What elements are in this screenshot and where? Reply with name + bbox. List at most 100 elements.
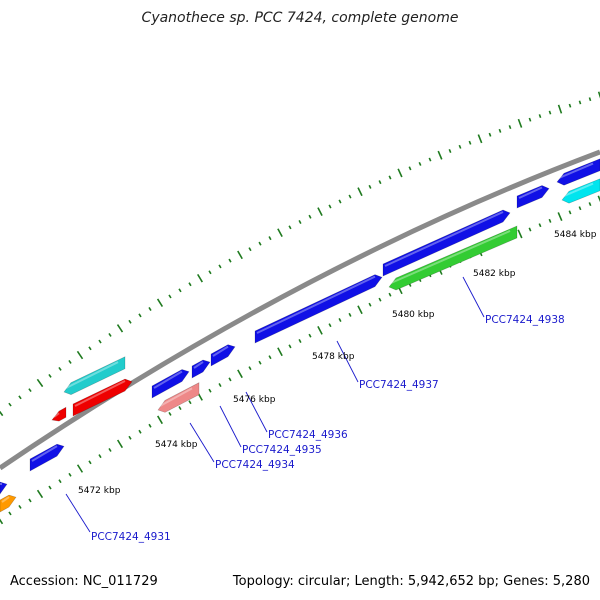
outer-tick-57 bbox=[568, 103, 572, 108]
gene-label-4935[interactable]: PCC7424_4935 bbox=[242, 444, 322, 456]
outer-tick-5 bbox=[48, 373, 52, 378]
outer-tick-7 bbox=[68, 360, 72, 364]
kbp-label-5472: 5472 kbp bbox=[78, 486, 121, 496]
gene-arrow-cyan-left-shine bbox=[65, 361, 119, 389]
kbp-label-5474: 5474 kbp bbox=[155, 440, 198, 450]
inner-tick-60 bbox=[597, 195, 600, 203]
map-labels: 5472 kbp 5474 kbp 5476 kbp 5478 kbp 5480… bbox=[78, 230, 597, 543]
inner-tick-16 bbox=[157, 415, 163, 425]
gene-arrow-4935-shine bbox=[193, 361, 204, 369]
gene-arrow-4934 bbox=[157, 382, 200, 413]
outer-tick-26 bbox=[258, 241, 262, 246]
gene-label-4934[interactable]: PCC7424_4934 bbox=[215, 459, 295, 471]
gene-arrow-4936 bbox=[210, 344, 236, 367]
gene-arrow-red bbox=[72, 378, 133, 417]
outer-tick-52 bbox=[517, 118, 523, 128]
inner-tick-37 bbox=[368, 302, 372, 307]
inner-tick-ring bbox=[0, 195, 600, 525]
outer-tick-13 bbox=[128, 319, 132, 324]
outer-tick-21 bbox=[208, 270, 212, 275]
gene-arrow-cyan-left bbox=[63, 356, 126, 395]
gene-arrow-4940 bbox=[556, 158, 600, 186]
outer-tick-55 bbox=[548, 110, 552, 115]
leader-4937 bbox=[336, 340, 359, 383]
outer-tick-46 bbox=[458, 144, 462, 149]
inner-tick-28 bbox=[277, 347, 283, 357]
gene-arrow-4937-shine bbox=[256, 275, 376, 334]
outer-tick-11 bbox=[108, 332, 112, 337]
outer-tick-41 bbox=[408, 166, 412, 171]
outer-tick-34 bbox=[338, 199, 342, 204]
outer-tick-ring bbox=[0, 91, 600, 417]
outer-tick-24 bbox=[237, 250, 243, 260]
inner-tick-34 bbox=[338, 318, 342, 322]
outer-tick-4 bbox=[36, 378, 44, 388]
gene-label-4937[interactable]: PCC7424_4937 bbox=[359, 379, 439, 391]
outer-tick-22 bbox=[218, 264, 222, 269]
outer-tick-43 bbox=[428, 157, 432, 162]
inner-tick-31 bbox=[308, 333, 312, 338]
outer-tick-51 bbox=[508, 125, 512, 130]
outer-tick-8 bbox=[76, 350, 84, 360]
outer-tick-36 bbox=[357, 187, 363, 197]
inner-tick-3 bbox=[28, 498, 32, 503]
outer-tick-59 bbox=[588, 97, 592, 102]
outer-tick-49 bbox=[488, 132, 492, 137]
inner-tick-4 bbox=[36, 489, 44, 499]
inner-tick-32 bbox=[317, 326, 323, 335]
inner-tick-10 bbox=[98, 454, 102, 459]
inner-tick-21 bbox=[208, 388, 212, 393]
inner-tick-27 bbox=[268, 355, 272, 360]
outer-tick-25 bbox=[248, 247, 252, 252]
outer-tick-32 bbox=[317, 207, 323, 216]
inner-tick-18 bbox=[178, 406, 182, 410]
map-title: Cyanothece sp. PCC 7424, complete genome bbox=[141, 10, 459, 26]
outer-tick-6 bbox=[58, 366, 62, 371]
gene-arrow-orange-shine bbox=[1, 496, 10, 503]
outer-tick-16 bbox=[156, 298, 164, 307]
outer-tick-14 bbox=[138, 313, 142, 318]
inner-tick-52 bbox=[517, 229, 523, 239]
inner-tick-11 bbox=[108, 448, 112, 452]
gene-arrow-cyan-right-shine bbox=[563, 182, 594, 197]
outer-tick-54 bbox=[538, 114, 542, 119]
gene-arrow-4940-shine bbox=[558, 162, 594, 179]
inner-tick-25 bbox=[248, 366, 252, 371]
outer-tick-45 bbox=[448, 149, 452, 153]
outer-tick-33 bbox=[328, 204, 332, 209]
inner-tick-2 bbox=[18, 504, 22, 509]
leader-4936 bbox=[245, 391, 268, 433]
leader-4935 bbox=[219, 405, 242, 448]
gene-arrow-red-shine bbox=[74, 380, 126, 407]
leader-4934 bbox=[189, 422, 215, 463]
gene-arrow-4933-shine bbox=[153, 370, 183, 389]
gene-label-4931[interactable]: PCC7424_4931 bbox=[91, 531, 171, 543]
outer-tick-38 bbox=[378, 180, 382, 185]
inner-tick-15 bbox=[148, 423, 152, 428]
outer-tick-0 bbox=[0, 410, 4, 417]
inner-tick-14 bbox=[138, 429, 142, 434]
outer-tick-48 bbox=[477, 134, 483, 144]
inner-tick-13 bbox=[128, 435, 132, 440]
inner-tick-58 bbox=[578, 206, 582, 211]
inner-tick-24 bbox=[237, 369, 243, 379]
inner-tick-23 bbox=[228, 377, 232, 382]
outer-tick-18 bbox=[178, 288, 182, 293]
outer-tick-27 bbox=[268, 236, 272, 241]
inner-tick-30 bbox=[298, 339, 302, 343]
gene-arrow-4939-shine bbox=[518, 186, 543, 199]
outer-tick-31 bbox=[308, 214, 312, 219]
gene-label-4936[interactable]: PCC7424_4936 bbox=[268, 429, 348, 441]
outer-tick-35 bbox=[348, 194, 352, 199]
outer-tick-20 bbox=[197, 273, 203, 283]
outer-tick-53 bbox=[528, 117, 532, 122]
outer-tick-29 bbox=[288, 225, 292, 230]
outer-tick-15 bbox=[148, 307, 152, 311]
inner-tick-12 bbox=[116, 439, 124, 449]
gene-label-4938[interactable]: PCC7424_4938 bbox=[485, 314, 565, 326]
inner-tick-0 bbox=[0, 518, 4, 525]
outer-tick-42 bbox=[418, 161, 422, 166]
outer-tick-50 bbox=[498, 128, 502, 133]
outer-tick-47 bbox=[468, 140, 472, 145]
